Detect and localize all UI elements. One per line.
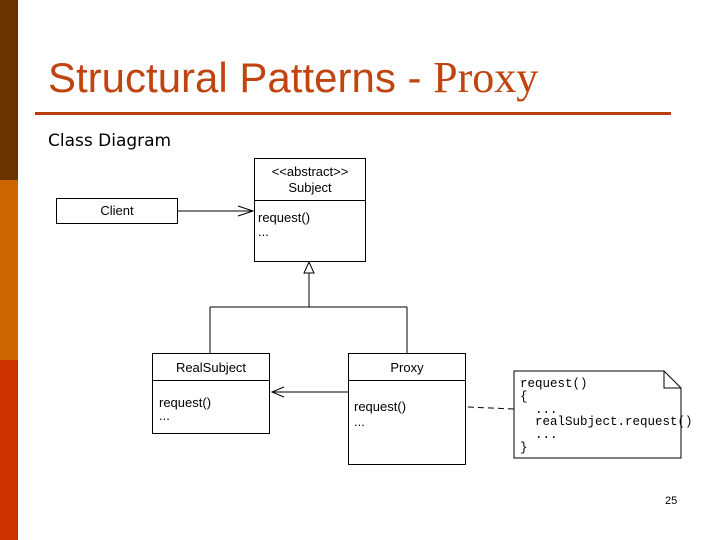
sidebar-band-light xyxy=(0,360,18,540)
subject-class[interactable]: <<abstract>> Subject request() ... xyxy=(254,158,366,262)
note-line: ... xyxy=(520,428,558,443)
note-outline xyxy=(513,370,682,459)
subject-stereotype: <<abstract>> xyxy=(271,164,349,179)
title-separator: - xyxy=(395,54,434,101)
page-number: 25 xyxy=(665,495,678,507)
realsubject-divider xyxy=(153,380,269,381)
slide-subtitle: Class Diagram xyxy=(48,131,172,151)
proxy-ellipsis: ... xyxy=(354,414,365,429)
note-line: ... xyxy=(520,402,558,417)
note-line: } xyxy=(520,440,528,455)
generalization-triangle xyxy=(303,260,315,274)
title-main: Structural Patterns xyxy=(48,54,396,101)
realsubject-operation: request() xyxy=(159,395,212,410)
proxy-class[interactable]: Proxy request() ... xyxy=(348,353,466,465)
client-association-arrow xyxy=(237,205,255,217)
note-text: request() { ... realSubject.request() ..… xyxy=(520,378,693,455)
note-line: { xyxy=(520,389,528,404)
note-line: realSubject.request() xyxy=(520,415,693,430)
sidebar-band-dark xyxy=(0,0,18,180)
client-name: Client xyxy=(100,203,134,218)
proxy-name: Proxy xyxy=(390,360,424,375)
subject-divider xyxy=(255,200,365,201)
client-class[interactable]: Client xyxy=(56,198,178,224)
note-line: request() xyxy=(520,377,588,391)
note-fold xyxy=(663,371,681,389)
realsubject-name: RealSubject xyxy=(175,360,247,375)
realsubject-ellipsis: ... xyxy=(159,408,170,423)
subject-name: Subject xyxy=(288,180,332,195)
subject-ellipsis: ... xyxy=(258,224,269,239)
proxy-divider xyxy=(349,380,465,381)
title-proxy: Proxy xyxy=(433,53,539,102)
slide-title: Structural Patterns - Proxy xyxy=(48,52,538,103)
subject-operation: request() xyxy=(258,210,311,225)
title-underline xyxy=(35,112,671,115)
proxy-association-arrow xyxy=(270,386,285,398)
sidebar-band-mid xyxy=(0,180,18,360)
proxy-operation: request() xyxy=(354,399,407,414)
realsubject-class[interactable]: RealSubject request() ... xyxy=(152,353,270,434)
